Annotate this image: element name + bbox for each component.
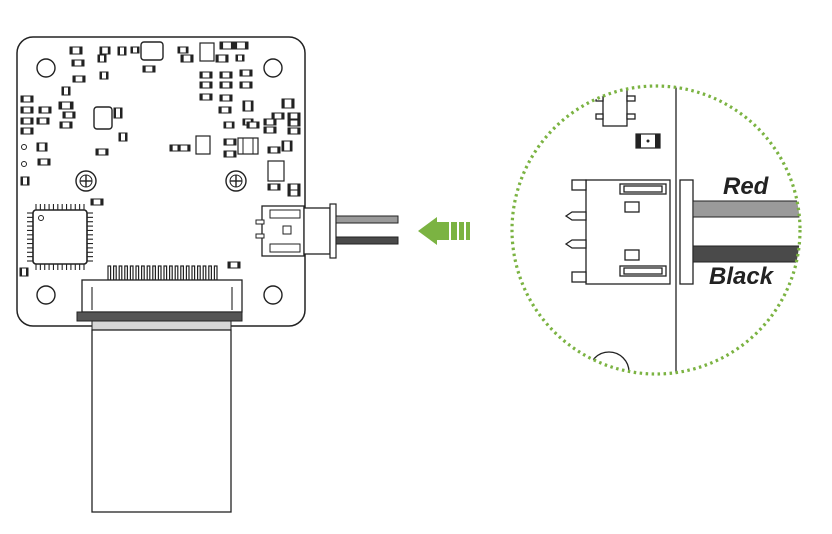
mounting-hole-bottom-left — [36, 285, 56, 305]
small-black-wire — [335, 236, 399, 245]
ribbon-body — [91, 329, 232, 513]
zoom-plug — [679, 179, 694, 285]
wire-plug-collar — [329, 203, 337, 259]
ribbon-cable — [76, 311, 243, 513]
control-board — [16, 36, 399, 513]
mcu-chip — [27, 204, 93, 270]
ribbon-band-light — [91, 320, 232, 331]
inductor — [199, 42, 215, 62]
magnifier-circle: Red Black — [510, 84, 802, 376]
mounting-hole-top-right — [263, 58, 283, 78]
sot-ic-center — [195, 135, 211, 155]
crystal — [237, 137, 259, 155]
left-arrow-icon — [418, 217, 470, 245]
zoom-black-wire — [692, 245, 800, 263]
ribbon-band-dark — [76, 311, 243, 322]
smd-components — [19, 41, 301, 277]
sot-ic-right — [267, 160, 285, 182]
screw-right — [225, 170, 247, 192]
black-wire-label: Black — [709, 263, 775, 290]
red-wire-label: Red — [723, 173, 770, 200]
screw-left — [75, 170, 97, 192]
ic-mid-left — [93, 106, 113, 130]
zoom-connector — [564, 179, 671, 285]
zoom-mount-hole — [588, 351, 630, 374]
power-connector — [255, 205, 305, 257]
mounting-hole-top-left — [36, 58, 56, 78]
zoom-red-wire — [692, 200, 800, 218]
ic-top-center — [140, 41, 164, 61]
fpc-connector — [81, 265, 243, 313]
mounting-hole-bottom-right — [263, 285, 283, 305]
wire-plug — [303, 207, 331, 255]
zoom-circle-border — [510, 84, 802, 376]
small-red-wire — [335, 215, 399, 224]
